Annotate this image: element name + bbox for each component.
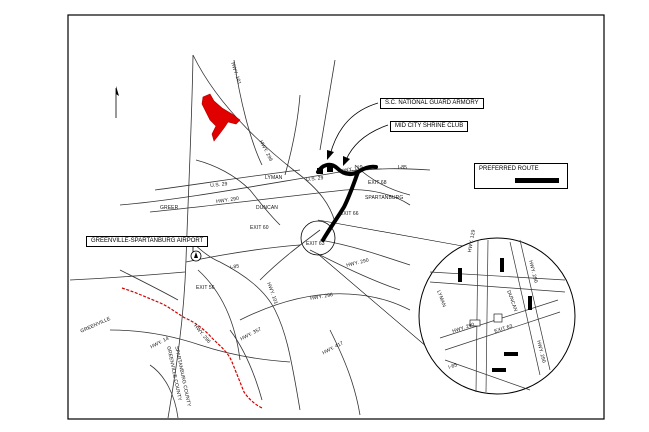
exit-label-56: EXIT 56 [196, 285, 215, 291]
airport-callout: GREENVILLE-SPARTANBURG AIRPORT [86, 236, 209, 248]
road [69, 271, 186, 281]
road [284, 94, 301, 176]
shrine-club-marker [327, 166, 333, 172]
route-legend: PREFERRED ROUTE [474, 163, 568, 189]
preferred-route [321, 170, 360, 242]
preferred-route-swatch [515, 178, 559, 183]
preferred-route [316, 162, 360, 177]
road [119, 269, 179, 301]
road [154, 169, 301, 191]
road [259, 229, 321, 281]
exit-label-66: EXIT 66 [340, 211, 359, 217]
road-label-i85-top: I-85 [398, 165, 408, 171]
exit-63-inset [418, 237, 576, 395]
road [229, 329, 263, 401]
map-border [67, 14, 605, 420]
road [167, 54, 194, 419]
road [239, 293, 411, 321]
armory-callout: S.C. NATIONAL GUARD ARMORY [380, 98, 484, 110]
county-line [121, 287, 263, 409]
exit-label-63: EXIT 63 [306, 241, 325, 247]
lake [201, 93, 241, 142]
direction-label-spartanburg: SPARTANBURG [365, 195, 404, 201]
road [109, 329, 291, 363]
preferred-route [356, 164, 378, 174]
armory-leader [329, 102, 379, 156]
armory-marker [317, 168, 323, 174]
shrine-club-callout: MID CITY SHRINE CLUB [390, 121, 469, 133]
north-arrow-icon [115, 86, 119, 118]
town-label-duncan: DUNCAN [256, 205, 278, 211]
town-label-lyman: LYMAN [265, 175, 283, 181]
road [192, 54, 336, 223]
road [319, 59, 336, 151]
shrine-arrowhead-icon [343, 156, 350, 166]
road [309, 249, 401, 291]
exit-label-68: EXIT 68 [368, 180, 387, 186]
direction-label-greer: GREER [160, 205, 179, 211]
road [119, 168, 431, 206]
armory-arrowhead-icon [327, 150, 334, 160]
road [319, 239, 411, 266]
road [197, 269, 241, 361]
road [233, 59, 263, 166]
road [329, 329, 361, 416]
exit-label-60: EXIT 60 [250, 225, 269, 231]
road [149, 189, 411, 213]
road [149, 364, 179, 419]
road [219, 261, 301, 411]
legend-title: PREFERRED ROUTE [479, 166, 539, 172]
inset-connector [317, 219, 469, 248]
airport-icon [190, 250, 202, 262]
shrine-leader [345, 124, 389, 161]
road [195, 159, 281, 226]
exit-63-highlight [300, 220, 336, 256]
